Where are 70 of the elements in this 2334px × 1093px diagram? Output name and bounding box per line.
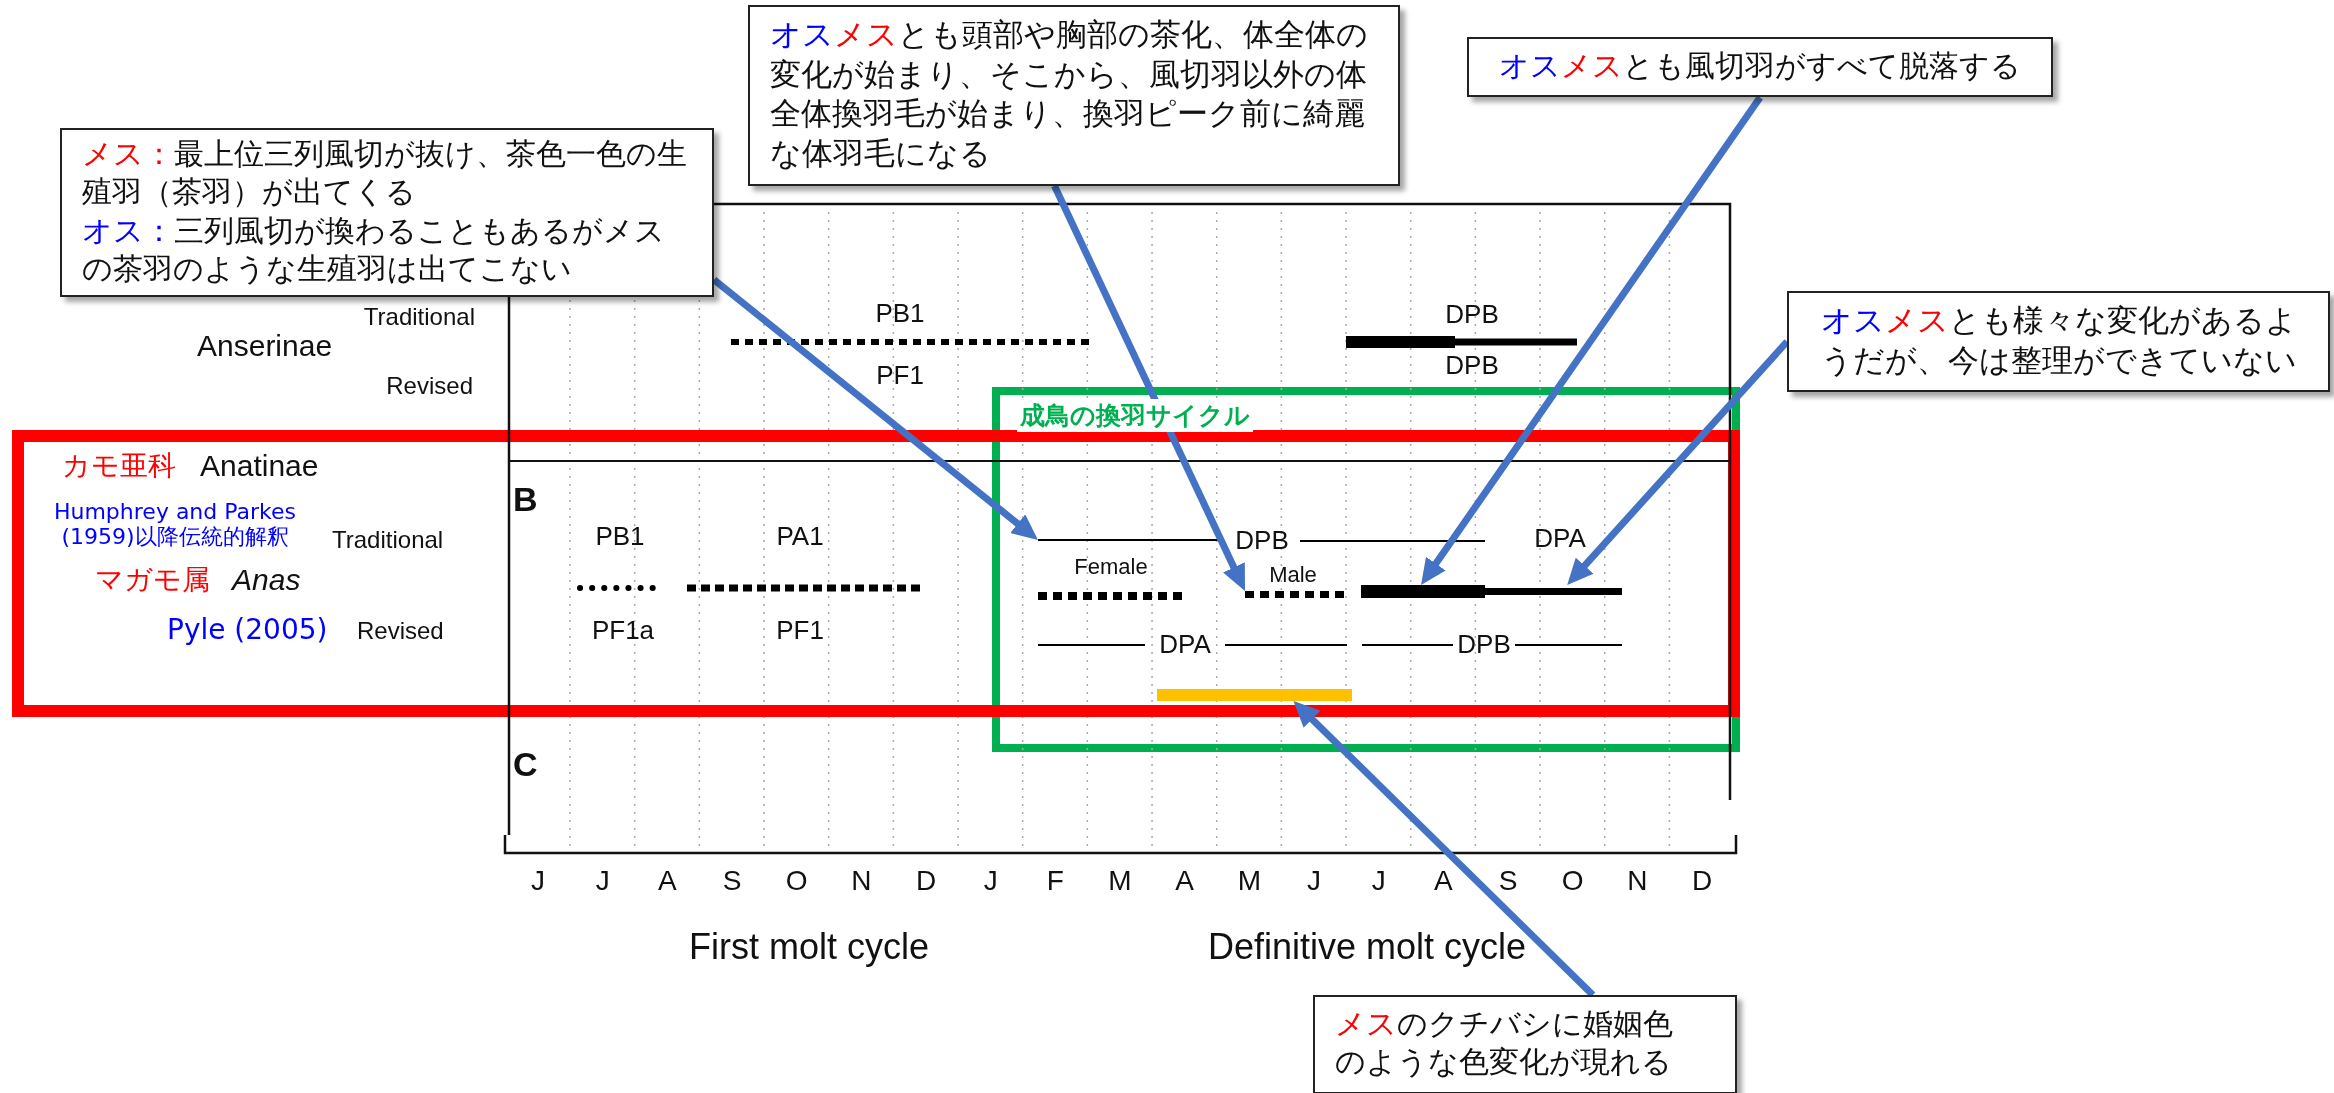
- frame-title: 成鳥の換羽サイクル: [1017, 399, 1253, 432]
- callout-box: [1313, 995, 1737, 1093]
- callout-box: [60, 128, 714, 297]
- axis-title: First molt cycle: [689, 926, 929, 968]
- source-label: Pyle (2005): [167, 613, 328, 647]
- month-label: O: [785, 864, 808, 898]
- thick-molt-bar: [1361, 585, 1622, 598]
- phase-label: DPA: [1534, 524, 1586, 554]
- phase-label: DPB: [1235, 526, 1289, 556]
- axis-title: Definitive molt cycle: [1207, 926, 1527, 968]
- leader-arrow: [711, 276, 1038, 540]
- highlight-frame: [992, 387, 1740, 752]
- month-label: A: [1175, 864, 1195, 898]
- highlight-bar: [1157, 689, 1352, 701]
- month-label: J: [595, 864, 610, 898]
- callout-text: オス メス とも風切羽がすべて脱落する: [1498, 47, 2022, 85]
- phase-label: PF1: [776, 616, 824, 646]
- phase-label: DPB: [1445, 300, 1499, 330]
- callout-text: メスのクチバシに婚姻色のような色変化が現れる: [1335, 1005, 1674, 1082]
- callout-text: オス メス とも頭部や胸部の茶化、体全体の変化が始まり、そこから、風切羽以外の体全体換羽毛が始まり、換羽ピーク前に綺麗な体羽毛になる: [770, 15, 1369, 173]
- month-label: D: [1691, 864, 1713, 898]
- leader-arrow: [1293, 701, 1596, 998]
- month-label: J: [531, 864, 545, 898]
- leader-arrow: [1051, 184, 1245, 591]
- callout-box: [748, 5, 1400, 186]
- callout-text: オス メス とも様々な変化があるようだが、今は整理ができていない: [1819, 301, 2298, 380]
- panel-letter: C: [513, 745, 538, 785]
- callout-text: オス：三列風切が換わることもあるがメスの茶羽のような生殖羽は出てこない: [82, 211, 666, 289]
- callout-text: メス：最上位三列風切が抜け、茶色一色の生殖羽（茶羽）が出てくる: [82, 135, 688, 212]
- phase-label: PB1: [875, 299, 925, 329]
- sex-label: Male: [1269, 562, 1317, 588]
- callout-box: [1787, 291, 2330, 393]
- month-label: D: [915, 864, 937, 898]
- panel-letter: B: [513, 480, 538, 520]
- month-label: J: [1307, 864, 1322, 898]
- phase-label: PF1a: [591, 616, 655, 646]
- source-label: Humphrey and Parkes (1959)以降伝統的解釈: [52, 498, 298, 550]
- month-label: A: [1434, 864, 1453, 898]
- phase-label: PB1: [595, 522, 645, 552]
- taxon-label: Anas: [232, 562, 301, 598]
- row-label: Revised: [357, 617, 444, 645]
- month-label: O: [1561, 864, 1584, 898]
- month-label: M: [1108, 864, 1132, 898]
- phase-label: DPB: [1457, 630, 1511, 660]
- timeline-line: [1038, 539, 1220, 541]
- month-label: A: [658, 864, 677, 898]
- phase-label: DPB: [1445, 351, 1499, 381]
- taxon-label: カモ亜科: [62, 449, 176, 483]
- month-label: J: [983, 864, 998, 898]
- taxon-label: Anatinae: [200, 448, 319, 484]
- row-label: Revised: [386, 372, 473, 400]
- month-label: J: [1371, 864, 1386, 898]
- month-label: N: [851, 864, 872, 898]
- dotted-molt-bar: [1245, 591, 1345, 598]
- month-label: F: [1046, 864, 1064, 898]
- phase-label: PA1: [776, 522, 824, 552]
- sex-label: Female: [1074, 554, 1148, 580]
- phase-label: PF1: [876, 361, 924, 391]
- taxon-label: Anserinae: [197, 328, 333, 364]
- month-label: N: [1627, 864, 1648, 898]
- month-label: S: [722, 864, 742, 898]
- taxon-label: マガモ属: [95, 563, 210, 597]
- phase-label: DPA: [1159, 630, 1211, 660]
- row-label: Traditional: [363, 303, 475, 331]
- leader-arrow: [1567, 339, 1790, 585]
- callout-box: [1467, 37, 2053, 98]
- month-label: M: [1237, 864, 1261, 898]
- row-label: Traditional: [332, 526, 444, 554]
- month-label: S: [1498, 864, 1518, 898]
- leader-arrow: [1421, 95, 1763, 585]
